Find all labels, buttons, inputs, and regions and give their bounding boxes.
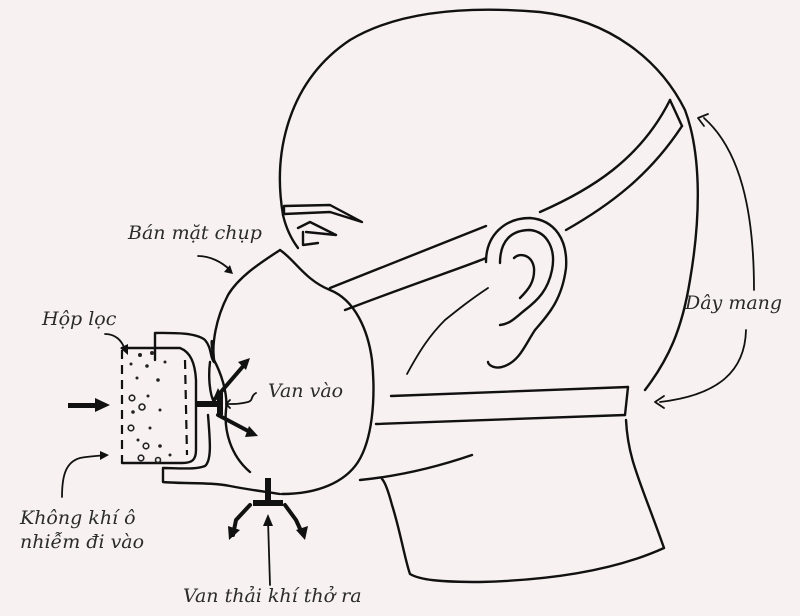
air-inflow-arrow-icon xyxy=(68,398,110,412)
label-exhalation-valve: Van thải khí thở ra xyxy=(183,585,362,607)
filter-housing xyxy=(153,331,282,496)
ear xyxy=(484,216,568,369)
label-polluted-air-line2: nhiễm đi vào xyxy=(20,531,145,553)
lower-strap xyxy=(374,385,630,426)
head-outline xyxy=(278,8,699,584)
label-head-straps: Dây mang xyxy=(685,292,783,314)
pointer-arrow-inhalation-valve-icon xyxy=(225,392,257,409)
filter-media-dots xyxy=(127,351,172,464)
label-filter-cartridge: Hộp lọc xyxy=(42,308,117,330)
pointer-arrow-filter-icon xyxy=(104,333,128,355)
exhalation-flow-arrows-icon xyxy=(228,503,308,540)
eye xyxy=(296,220,338,247)
label-half-mask: Bán mặt chụp xyxy=(128,222,262,244)
filter-cartridge xyxy=(120,346,198,465)
inhalation-flow-arrows-icon xyxy=(212,358,258,437)
exhalation-valve xyxy=(253,478,283,506)
label-inhalation-valve: Van vào xyxy=(268,380,344,402)
inhalation-valve xyxy=(196,393,223,415)
upper-strap xyxy=(328,98,684,312)
label-polluted-air-line1: Không khí ô xyxy=(20,507,136,529)
eyebrow xyxy=(282,203,364,224)
pointer-arrow-exhalation-valve-icon xyxy=(263,514,273,586)
pointer-arrow-polluted-air-icon xyxy=(61,451,109,498)
pointer-arrow-straps-icon xyxy=(654,113,755,409)
pointer-arrow-half-mask-icon xyxy=(197,255,233,274)
half-mask xyxy=(210,248,375,496)
